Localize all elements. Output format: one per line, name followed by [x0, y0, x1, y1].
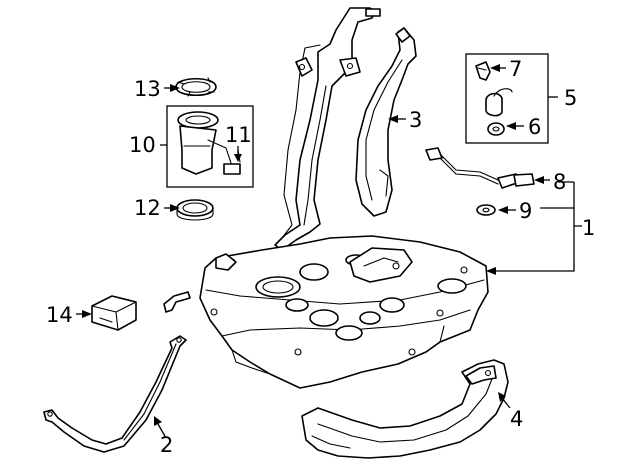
- callout-2: 2: [160, 433, 173, 457]
- fuel-tank: [163, 235, 489, 389]
- heat-shield: [355, 27, 417, 217]
- callout-4: 4: [510, 407, 523, 431]
- tank-shield: [301, 359, 509, 459]
- leader-lines: [76, 64, 582, 439]
- callout-3: 3: [409, 108, 422, 132]
- control-module: [91, 295, 137, 331]
- callout-11: 11: [225, 123, 252, 147]
- wiring-harness: [425, 147, 535, 189]
- callout-6: 6: [528, 115, 541, 139]
- callout-12: 12: [134, 196, 161, 220]
- fuel-pump-module: [166, 105, 254, 188]
- callout-5: 5: [564, 86, 577, 110]
- callout-9: 9: [519, 199, 532, 223]
- tank-strap: [43, 335, 187, 453]
- pump-seal: [176, 199, 214, 221]
- callout-13: 13: [134, 77, 161, 101]
- pump-group-box: [166, 105, 254, 188]
- callout-14: 14: [46, 303, 73, 327]
- sender-group-box: [465, 53, 549, 144]
- callout-numbers: 1 2 3 4 5 6 7 8 9 10 11 12 13 14: [46, 57, 595, 457]
- callout-1: 1: [582, 216, 595, 240]
- sender-kit: [465, 53, 549, 144]
- grommet: [476, 204, 496, 216]
- callout-8: 8: [553, 170, 566, 194]
- callout-10: 10: [129, 133, 156, 157]
- callout-7: 7: [509, 57, 522, 81]
- lock-ring: [175, 77, 217, 97]
